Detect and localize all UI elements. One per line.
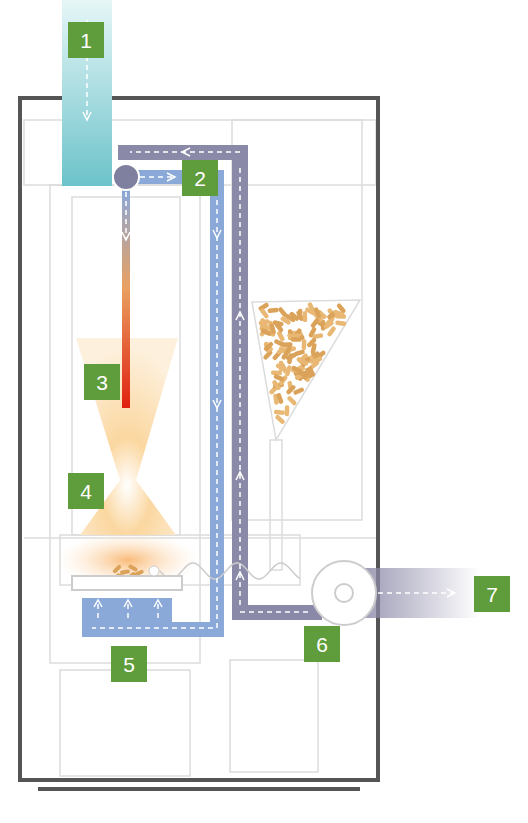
callout-number: 2	[194, 168, 206, 189]
pellet	[286, 395, 297, 406]
callout-number: 6	[316, 634, 328, 655]
pellet	[285, 384, 296, 395]
pellet	[311, 356, 323, 365]
callout-box: 6	[304, 626, 340, 662]
pellet	[263, 341, 274, 352]
pellet	[310, 343, 317, 355]
pellet	[301, 339, 306, 350]
pellet	[259, 308, 269, 320]
pellet	[274, 409, 285, 415]
pellet	[267, 308, 278, 314]
callout-box: 7	[474, 576, 510, 612]
pellet	[335, 320, 347, 326]
callout-number: 5	[123, 654, 135, 675]
callout-box: 5	[111, 646, 147, 682]
callout-number: 4	[80, 481, 92, 502]
pellet	[274, 414, 285, 425]
pellet	[297, 357, 309, 366]
pellet	[277, 306, 288, 317]
callout-box: 3	[84, 364, 120, 400]
pellet	[269, 323, 276, 335]
pellet	[285, 352, 297, 360]
pellet	[275, 363, 287, 371]
pellet	[120, 569, 130, 574]
pellet	[310, 317, 320, 328]
pellet	[260, 328, 272, 337]
callout-number: 3	[96, 372, 108, 393]
callout-box: 4	[68, 473, 104, 509]
callout-box: 2	[182, 160, 218, 196]
callout-number: 1	[80, 30, 92, 51]
pellet	[271, 379, 281, 391]
pellet	[285, 365, 293, 377]
callout-number: 7	[486, 584, 498, 605]
pellet	[313, 307, 322, 319]
pellet	[276, 393, 284, 405]
pellet	[291, 337, 302, 342]
pellet	[333, 309, 345, 317]
pellet	[263, 341, 274, 352]
pellet	[281, 342, 292, 347]
pellet	[128, 564, 139, 572]
pellet	[307, 366, 316, 378]
callout-box: 1	[68, 22, 104, 58]
pellet	[302, 311, 307, 322]
pellet	[298, 370, 310, 378]
pellet	[323, 320, 335, 330]
pellet	[285, 405, 290, 416]
